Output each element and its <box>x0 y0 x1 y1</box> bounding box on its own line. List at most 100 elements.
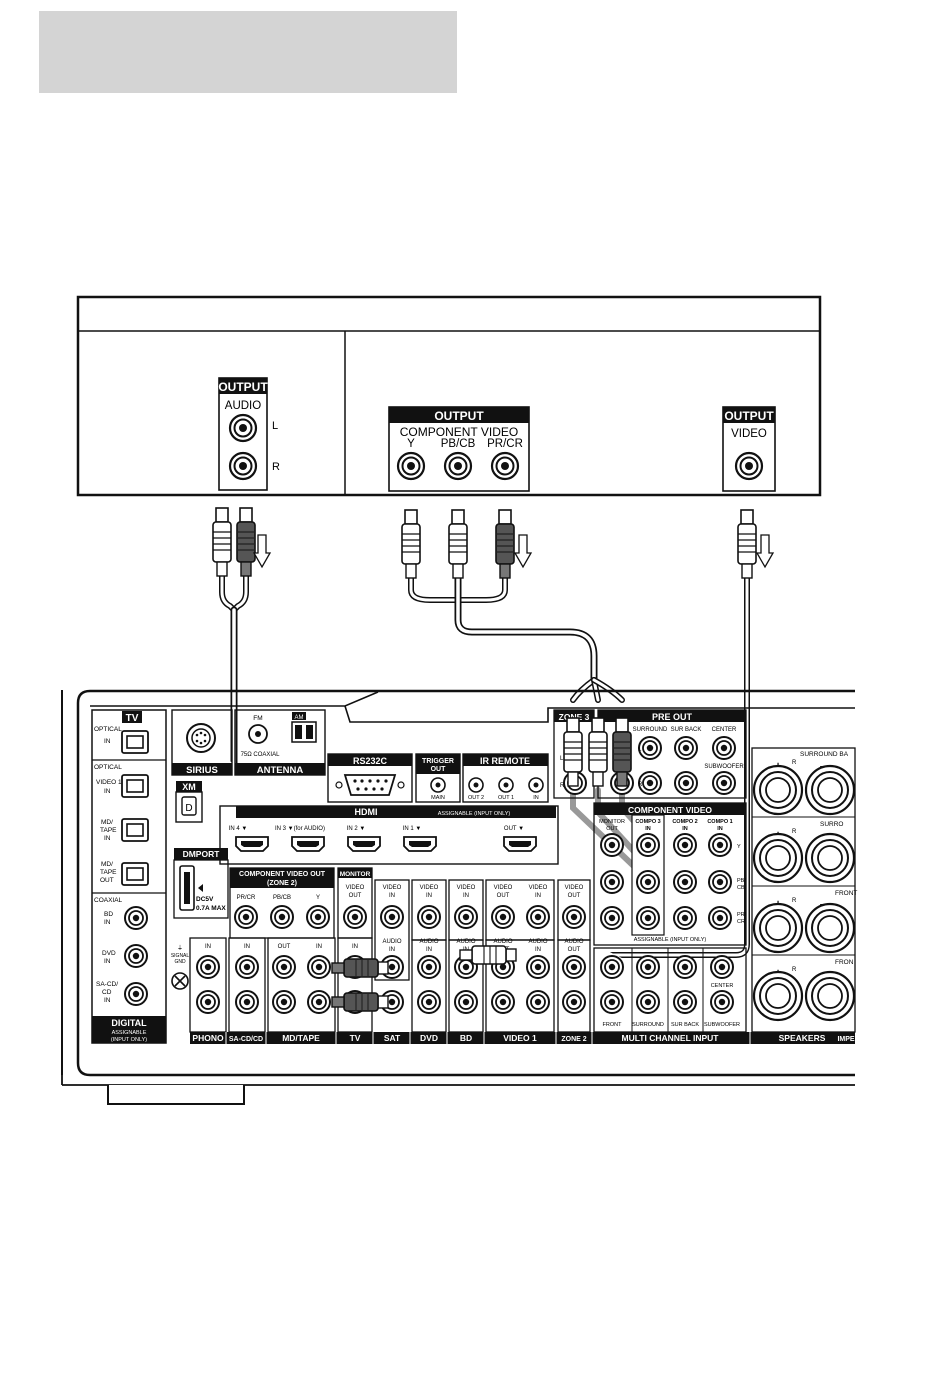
svg-text:IR REMOTE: IR REMOTE <box>480 756 530 766</box>
speaker-terminal[interactable] <box>752 764 804 816</box>
svg-text:VIDEO: VIDEO <box>457 885 476 891</box>
svg-text:MAIN: MAIN <box>431 795 445 801</box>
speakers-section: SURROUND BA SURRO FRONT FRON + − + − + −… <box>751 747 857 1033</box>
svg-text:IN 1 ▼: IN 1 ▼ <box>403 826 422 832</box>
svg-text:COMPO 3: COMPO 3 <box>635 819 660 825</box>
svg-text:PB/CB: PB/CB <box>273 895 291 901</box>
sat-video-in-jack[interactable] <box>380 905 404 929</box>
tv-block-label: TV <box>126 713 139 724</box>
hdmi-in1-port[interactable] <box>403 836 437 852</box>
speaker-terminal[interactable] <box>804 970 856 1022</box>
compo3-pb-jack[interactable] <box>636 870 660 894</box>
hdmi-in3-port[interactable] <box>291 836 325 852</box>
svg-text:HDMI: HDMI <box>355 807 378 817</box>
hdmi-in2-port[interactable] <box>347 836 381 852</box>
svg-text:FM: FM <box>253 715 262 722</box>
video1-optical-port[interactable] <box>121 774 149 798</box>
audio-output-panel: OUTPUT AUDIO L R <box>218 377 280 491</box>
svg-text:SURROUND: SURROUND <box>633 727 668 733</box>
svg-text:IN 4 ▼: IN 4 ▼ <box>229 826 248 832</box>
video-output-heading: OUTPUT <box>724 409 774 423</box>
svg-text:OUT: OUT <box>349 893 362 899</box>
audio-right-label: R <box>272 461 280 473</box>
component-out-y-jack[interactable] <box>396 451 426 481</box>
component-pb-label: PB/CB <box>441 438 476 450</box>
sirius-port[interactable]: SIRIUS <box>171 709 233 776</box>
hdmi-section: HDMI ASSIGNABLE (INPUT ONLY) IN 4 ▼ IN 3… <box>219 805 559 865</box>
video-out-jack[interactable] <box>734 451 764 481</box>
svg-text:CENTER: CENTER <box>711 983 734 989</box>
svg-text:IN: IN <box>645 826 651 832</box>
video-output-panel: OUTPUT VIDEO <box>722 406 776 492</box>
bd-video-in-jack[interactable] <box>454 905 478 929</box>
svg-text:SIGNAL: SIGNAL <box>171 953 190 959</box>
svg-text:VIDEO: VIDEO <box>494 885 513 891</box>
svg-text:AUDIO: AUDIO <box>528 939 547 945</box>
signal-gnd[interactable]: ⏚ SIGNAL GND <box>171 945 190 990</box>
bottom-label-bar: PHONO SA-CD/CD MD/TAPE TV SAT DVD BD VID… <box>190 1032 855 1044</box>
svg-text:IN: IN <box>426 947 432 953</box>
hdmi-out-port[interactable] <box>503 836 537 852</box>
xm-port[interactable]: XM D <box>175 781 203 823</box>
antenna-section: FM 75Ω COAXIAL AM ANTENNA <box>234 709 326 776</box>
svg-text:ASSIGNABLE: ASSIGNABLE <box>112 1030 147 1036</box>
sirius-label: SIRIUS <box>186 765 218 776</box>
label-md-tape: MD/TAPE <box>282 1033 320 1043</box>
sacd-coaxial-jack[interactable] <box>124 982 148 1006</box>
svg-text:XM: XM <box>182 782 196 792</box>
svg-text:AUDIO: AUDIO <box>382 939 401 945</box>
hdmi-in4-port[interactable] <box>235 836 269 852</box>
speaker-terminal[interactable] <box>752 902 804 954</box>
md-tape-out-optical-port[interactable] <box>121 862 149 886</box>
md-tape-in-optical-port[interactable] <box>121 818 149 842</box>
svg-text:PB/: PB/ <box>737 878 746 884</box>
svg-text:FRONT: FRONT <box>603 1022 623 1028</box>
audio-out-right-jack[interactable] <box>228 451 258 481</box>
component-video-out-zone2: COMPONENT VIDEO OUT (ZONE 2) PR/CR PB/CB… <box>229 867 335 939</box>
compo3-y-jack[interactable] <box>636 833 660 857</box>
svg-text:IN 2 ▼: IN 2 ▼ <box>347 826 366 832</box>
speaker-terminal[interactable] <box>804 902 856 954</box>
svg-text:IN: IN <box>535 947 541 953</box>
label-sacd: SA-CD/CD <box>229 1036 263 1043</box>
svg-text:AUDIO: AUDIO <box>419 939 438 945</box>
svg-text:VIDEO: VIDEO <box>529 885 548 891</box>
component-out-pb-jack[interactable] <box>443 451 473 481</box>
svg-text:OUT 1: OUT 1 <box>498 795 514 801</box>
svg-text:OUT: OUT <box>606 826 618 832</box>
svg-text:OUT: OUT <box>278 944 291 950</box>
svg-text:Y: Y <box>737 844 741 850</box>
svg-text:IN: IN <box>426 893 432 899</box>
tv-optical-port[interactable] <box>121 730 149 754</box>
svg-text:OUT ▼: OUT ▼ <box>504 826 524 832</box>
ir-remote-section: IR REMOTE OUT 2 OUT 1 IN <box>462 753 549 803</box>
svg-text:(ZONE 2): (ZONE 2) <box>267 880 297 887</box>
svg-text:COAXIAL: COAXIAL <box>94 897 123 904</box>
speaker-terminal[interactable] <box>804 764 856 816</box>
compo3-pr-jack[interactable] <box>636 906 660 930</box>
speaker-terminal[interactable] <box>804 832 856 884</box>
svg-text:OPTICAL: OPTICAL <box>94 764 122 771</box>
flow-arrow-icon <box>514 534 532 568</box>
component-out-pr-jack[interactable] <box>490 451 520 481</box>
dvd-coaxial-jack[interactable] <box>124 944 148 968</box>
svg-text:PRE OUT: PRE OUT <box>652 712 693 722</box>
svg-text:L: L <box>560 756 564 762</box>
trigger-out[interactable]: TRIGGER OUT MAIN <box>415 753 461 803</box>
svg-text:MONITOR: MONITOR <box>599 819 625 825</box>
svg-text:IN: IN <box>463 893 469 899</box>
label-multi-channel-input: MULTI CHANNEL INPUT <box>622 1033 720 1043</box>
svg-text:AUDIO: AUDIO <box>456 939 475 945</box>
speaker-terminal[interactable] <box>752 970 804 1022</box>
svg-text:FRONT: FRONT <box>835 890 857 897</box>
bd-coaxial-jack[interactable] <box>124 906 148 930</box>
label-phono: PHONO <box>192 1033 224 1043</box>
audio-out-left-jack[interactable] <box>228 413 258 443</box>
rs232c-port[interactable]: RS232C <box>327 753 413 803</box>
svg-text:R: R <box>792 760 797 766</box>
dvd-video-in-jack[interactable] <box>417 905 441 929</box>
speaker-terminal[interactable] <box>752 832 804 884</box>
